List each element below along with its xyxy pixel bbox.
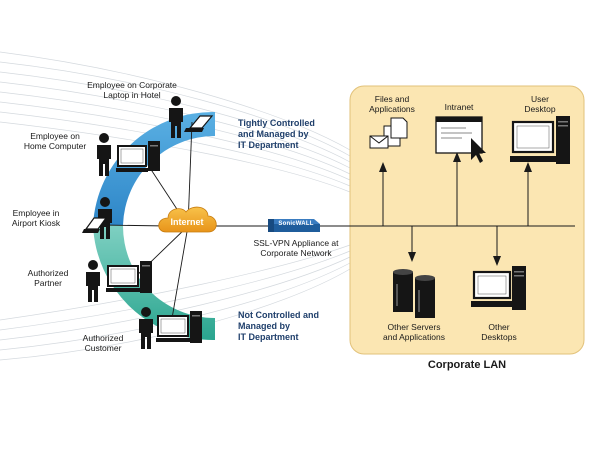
laptop-icon xyxy=(184,115,214,132)
laptop-icon xyxy=(82,217,108,233)
person-icon xyxy=(97,133,111,176)
browser-window-icon xyxy=(435,116,486,163)
person-icon xyxy=(139,307,153,349)
person-icon xyxy=(169,96,183,138)
desktop-computer-icon xyxy=(116,141,160,172)
corporate-lan-title: Corporate LAN xyxy=(427,359,507,371)
desktop-computer-icon xyxy=(471,266,526,310)
uncontrolled-zone-arc xyxy=(93,225,215,341)
lan-backbone xyxy=(318,160,575,258)
ssl-vpn-appliance-icon xyxy=(268,219,320,232)
backbone-arrowheads xyxy=(379,152,532,266)
desktop-computer-icon xyxy=(510,116,570,164)
lan-label-intranet: Intranet xyxy=(444,102,474,112)
desktop-computer-icon xyxy=(156,311,202,343)
controlled-zone-arc xyxy=(93,111,215,225)
internet-label: Internet xyxy=(170,217,204,227)
internet-cloud-icon xyxy=(158,206,217,233)
appliance-brand-label: SonicWALL xyxy=(278,220,314,227)
files-icon xyxy=(369,117,408,149)
person-icon xyxy=(98,197,112,239)
person-icon xyxy=(86,260,100,302)
desktop-computer-icon xyxy=(106,261,152,293)
server-icon xyxy=(393,269,435,318)
lan-resource-icons xyxy=(369,116,570,318)
people-icons xyxy=(86,96,183,349)
client-devices xyxy=(82,115,214,343)
